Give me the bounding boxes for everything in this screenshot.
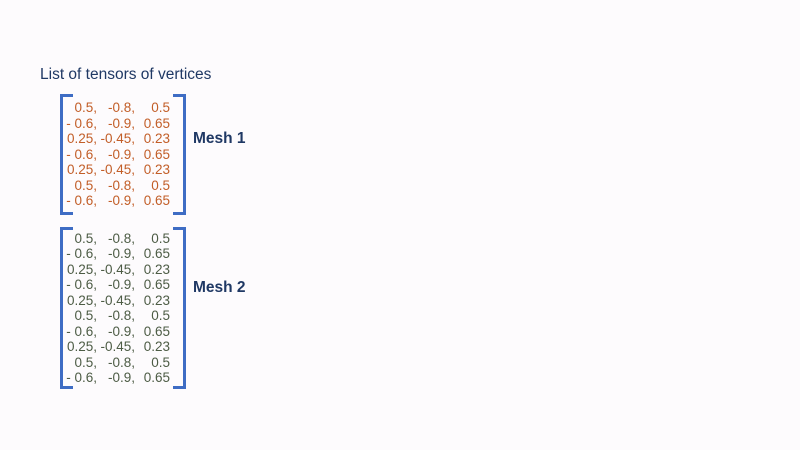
matrix-cell: 0.5 [151,177,170,193]
matrix-cell: -0.9, [107,370,135,385]
matrix-cell: -0.8, [107,230,135,246]
matrix-cell: -0.45, [100,292,135,308]
matrix-cell: -0.45, [100,162,135,178]
matrix-cell: 0.23 [143,131,170,147]
matrix-cell: 0.25, [66,292,97,308]
matrix-cell: -0.45, [100,261,135,277]
matrix-cell: 0.23 [143,339,170,354]
mesh-2-label: Mesh 2 [193,279,246,296]
matrix-cell: -0.9, [107,115,135,131]
matrix-cell: - 0.6, [66,370,97,385]
matrix-cell: -0.45, [100,339,135,354]
matrix-cell: -0.9, [107,146,135,162]
matrix-cell: -0.9, [107,277,135,292]
matrix-cell: 0.23 [143,292,170,308]
mesh-1-right-bracket [173,94,186,215]
matrix-cell: 0.5, [74,354,97,370]
mesh-1-left-bracket [60,94,73,215]
mesh-1-label: Mesh 1 [193,130,246,147]
matrix-cell: 0.25, [66,131,97,147]
matrix-cell: 0.25, [66,162,97,178]
matrix-cell: -0.8, [107,100,135,116]
matrix-cell: 0.65 [143,323,170,339]
matrix-cell: 0.65 [143,246,170,261]
matrix-cell: -0.9, [107,246,135,261]
matrix-cell: 0.5 [151,230,170,246]
matrix-cell: 0.23 [143,261,170,277]
matrix-cell: 0.5 [151,100,170,116]
matrix-cell: -0.9, [107,193,135,209]
matrix-cell: -0.8, [107,177,135,193]
matrix-cell: -0.8, [107,354,135,370]
matrix-cell: 0.23 [143,162,170,178]
matrix-cell: - 0.6, [66,323,97,339]
matrix-cell: 0.65 [143,370,170,385]
matrix-cell: - 0.6, [66,193,97,209]
matrix-cell: 0.5 [151,308,170,323]
matrix-cell: - 0.6, [66,277,97,292]
page-title: List of tensors of vertices [40,66,212,83]
mesh-2-right-bracket [173,227,186,389]
matrix-cell: 0.5 [151,354,170,370]
matrix-cell: - 0.6, [66,246,97,261]
matrix-cell: 0.5, [74,100,97,116]
matrix-cell: -0.9, [107,323,135,339]
matrix-cell: - 0.6, [66,146,97,162]
matrix-cell: 0.25, [66,261,97,277]
mesh-2-left-bracket [60,227,73,389]
matrix-cell: 0.25, [66,339,97,354]
matrix-cell: 0.5, [74,308,97,323]
matrix-cell: 0.5, [74,177,97,193]
matrix-cell: 0.65 [143,277,170,292]
matrix-cell: -0.45, [100,131,135,147]
matrix-cell: 0.65 [143,193,170,209]
matrix-cell: 0.5, [74,230,97,246]
matrix-cell: - 0.6, [66,115,97,131]
matrix-cell: 0.65 [143,146,170,162]
matrix-cell: 0.65 [143,115,170,131]
matrix-cell: -0.8, [107,308,135,323]
